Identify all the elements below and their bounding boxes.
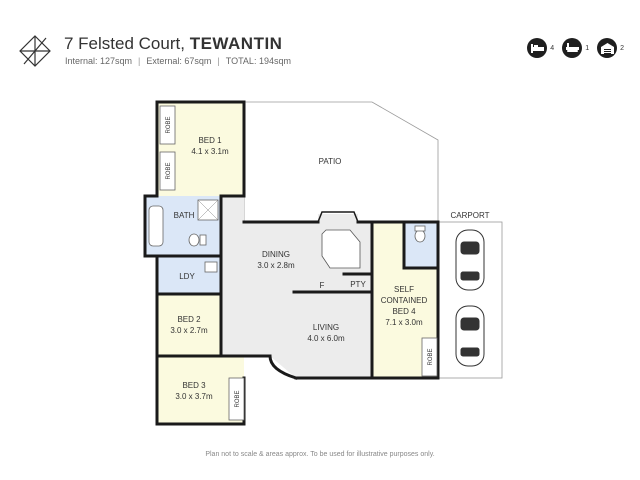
carport-label: CARPORT bbox=[451, 211, 490, 220]
suburb-text: TEWANTIN bbox=[189, 34, 283, 53]
pantry-label: PTY bbox=[350, 280, 366, 289]
bed4-size: 7.1 x 3.0m bbox=[385, 318, 423, 327]
bed3-size: 3.0 x 3.7m bbox=[175, 392, 213, 401]
bedrooms-count: 4 bbox=[550, 44, 555, 52]
internal-area: Internal: 127sqm bbox=[65, 56, 133, 66]
bath-label: BATH bbox=[174, 211, 195, 220]
separator: | bbox=[138, 56, 141, 66]
dining-label: DINING bbox=[262, 250, 290, 259]
toilet bbox=[188, 233, 200, 247]
floor-plan: BED 1 4.1 x 3.1m BATH LDY BED 2 3.0 x 2.… bbox=[143, 100, 503, 426]
address-text: 7 Felsted Court, bbox=[64, 34, 185, 53]
bed2-floor bbox=[157, 294, 221, 356]
bed2-label: BED 2 bbox=[177, 315, 201, 324]
robe-label: ROBE bbox=[166, 162, 172, 179]
bed1-size: 4.1 x 3.1m bbox=[191, 147, 229, 156]
living-label: LIVING bbox=[313, 323, 339, 332]
bathrooms-stat: 1 bbox=[562, 38, 589, 58]
robe-bed3 bbox=[228, 377, 245, 421]
property-stats: 4 1 2 bbox=[519, 38, 624, 58]
kitchen-bench bbox=[321, 229, 361, 269]
external-area: External: 67sqm bbox=[146, 56, 212, 66]
bay-window bbox=[317, 211, 359, 223]
bed4-label-line3: BED 4 bbox=[392, 307, 416, 316]
car-icon bbox=[455, 229, 485, 291]
garage-stat: 2 bbox=[597, 38, 624, 58]
header: 7 Felsted Court, TEWANTIN Internal: 127s… bbox=[0, 0, 640, 80]
robe-bed4 bbox=[421, 337, 438, 377]
patio-label: PATIO bbox=[319, 157, 342, 166]
bed4-label-line1: SELF bbox=[394, 285, 414, 294]
area-summary: Internal: 127sqm | External: 67sqm | TOTAL: … bbox=[65, 56, 291, 66]
garage-icon bbox=[597, 38, 618, 58]
fridge-label: F bbox=[320, 281, 325, 290]
bed1-label: BED 1 bbox=[198, 136, 222, 145]
robe-label: ROBE bbox=[235, 390, 241, 407]
bed-icon bbox=[527, 38, 548, 58]
walls bbox=[143, 100, 440, 426]
laundry-label: LDY bbox=[179, 272, 195, 281]
car-icon bbox=[455, 305, 485, 367]
bed4-label-line2: CONTAINED bbox=[381, 296, 428, 305]
laundry-tub bbox=[204, 261, 218, 273]
hall-floor bbox=[221, 196, 244, 356]
robe-label: ROBE bbox=[166, 116, 172, 133]
bathrooms-count: 1 bbox=[585, 44, 590, 52]
bath-icon bbox=[562, 38, 583, 58]
dining-size: 3.0 x 2.8m bbox=[257, 261, 295, 270]
separator: | bbox=[217, 56, 220, 66]
bath-tub bbox=[148, 205, 164, 247]
ensuite-toilet bbox=[414, 229, 426, 243]
robe-label: ROBE bbox=[428, 348, 434, 365]
living-size: 4.0 x 6.0m bbox=[307, 334, 345, 343]
bed3-label: BED 3 bbox=[182, 381, 206, 390]
total-area: TOTAL: 194sqm bbox=[225, 56, 291, 66]
bedrooms-stat: 4 bbox=[527, 38, 554, 58]
garage-count: 2 bbox=[620, 44, 624, 52]
logo-icon bbox=[19, 35, 51, 67]
bed2-size: 3.0 x 2.7m bbox=[170, 326, 208, 335]
property-title: 7 Felsted Court, TEWANTIN bbox=[64, 34, 282, 54]
robe-bed1-top bbox=[159, 105, 176, 145]
footer-disclaimer: Plan not to scale & areas approx. To be … bbox=[205, 451, 435, 458]
robe-bed1-bottom bbox=[159, 151, 176, 191]
